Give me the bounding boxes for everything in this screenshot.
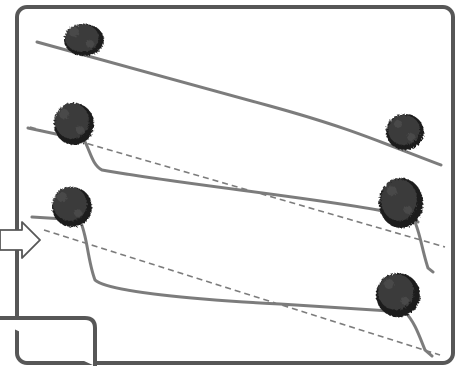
tree-icon bbox=[379, 178, 423, 228]
tree-icon bbox=[52, 187, 92, 227]
tree-icon bbox=[386, 114, 424, 150]
rope-end-hanging bbox=[412, 218, 435, 274]
tree-icon bbox=[64, 24, 104, 56]
rope-line bbox=[30, 215, 407, 314]
panel-3 bbox=[30, 187, 441, 358]
reference-line bbox=[29, 126, 446, 248]
diagram-frame bbox=[15, 5, 455, 365]
panel-1 bbox=[35, 24, 443, 167]
arrow-right-icon bbox=[0, 221, 41, 259]
rope-line bbox=[35, 40, 443, 167]
caption-box bbox=[0, 316, 97, 366]
panel-2 bbox=[26, 103, 446, 274]
tree-icon bbox=[376, 273, 420, 317]
rope-end-hanging bbox=[403, 310, 434, 358]
tree-icon bbox=[54, 103, 94, 145]
